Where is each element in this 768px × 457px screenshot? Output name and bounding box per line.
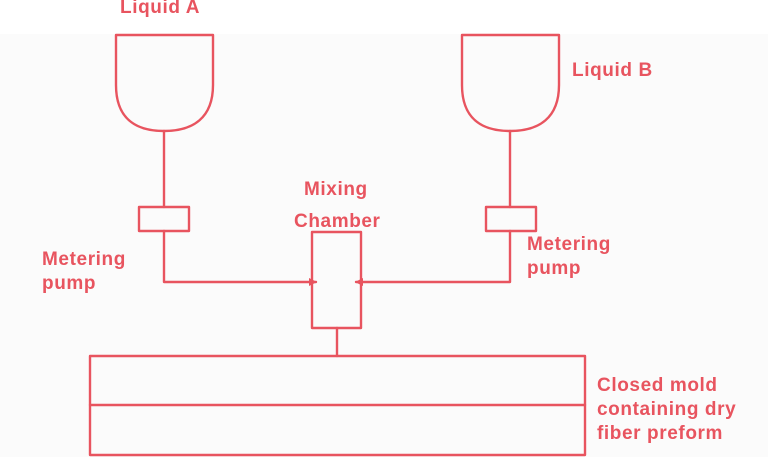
label-metering-pump-left: Metering pump — [42, 249, 126, 294]
mixing-chamber — [310, 230, 363, 330]
label-liquid-a: Liquid A — [120, 0, 201, 18]
metering-pump-left — [137, 205, 191, 233]
label-metering-pump-right: Metering pump — [527, 234, 611, 279]
pipe-a-lower — [162, 229, 318, 286]
label-liquid-b: Liquid B — [572, 60, 653, 81]
metering-pump-right — [484, 205, 538, 233]
label-mixing-chamber: Mixing Chamber — [294, 179, 381, 232]
label-closed-mold: Closed mold containing dry fiber preform — [597, 375, 737, 444]
top-band — [0, 0, 768, 34]
tank-b — [460, 33, 561, 133]
pipe-b-lower — [354, 229, 512, 286]
tank-a — [114, 33, 215, 133]
